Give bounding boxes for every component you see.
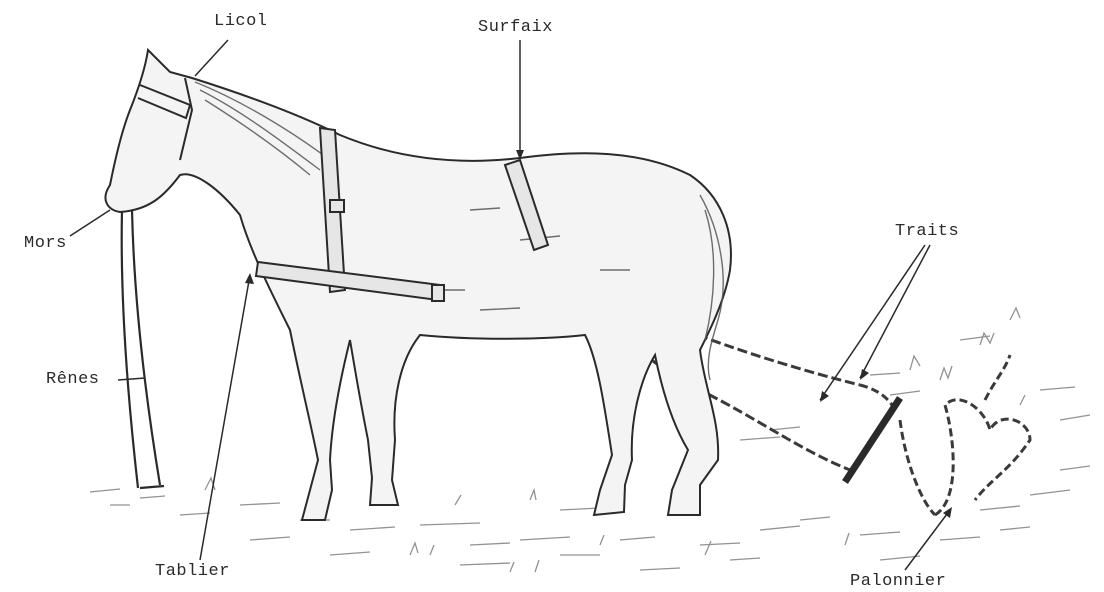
label-traits: Traits <box>895 222 959 241</box>
leader-traits-1 <box>820 245 925 400</box>
label-palonnier: Palonnier <box>850 572 946 591</box>
reins-drawing <box>122 210 164 488</box>
leader-tablier <box>200 275 250 560</box>
label-mors: Mors <box>24 234 67 253</box>
leader-traits-2 <box>860 245 930 378</box>
leader-renes <box>118 378 145 380</box>
leader-licol <box>195 40 228 76</box>
label-renes: Rênes <box>46 370 100 389</box>
label-tablier: Tablier <box>155 562 230 581</box>
label-surfaix: Surfaix <box>478 18 553 37</box>
leader-mors <box>70 210 110 236</box>
label-licol: Licol <box>214 12 268 31</box>
palonnier-bar <box>845 398 900 482</box>
